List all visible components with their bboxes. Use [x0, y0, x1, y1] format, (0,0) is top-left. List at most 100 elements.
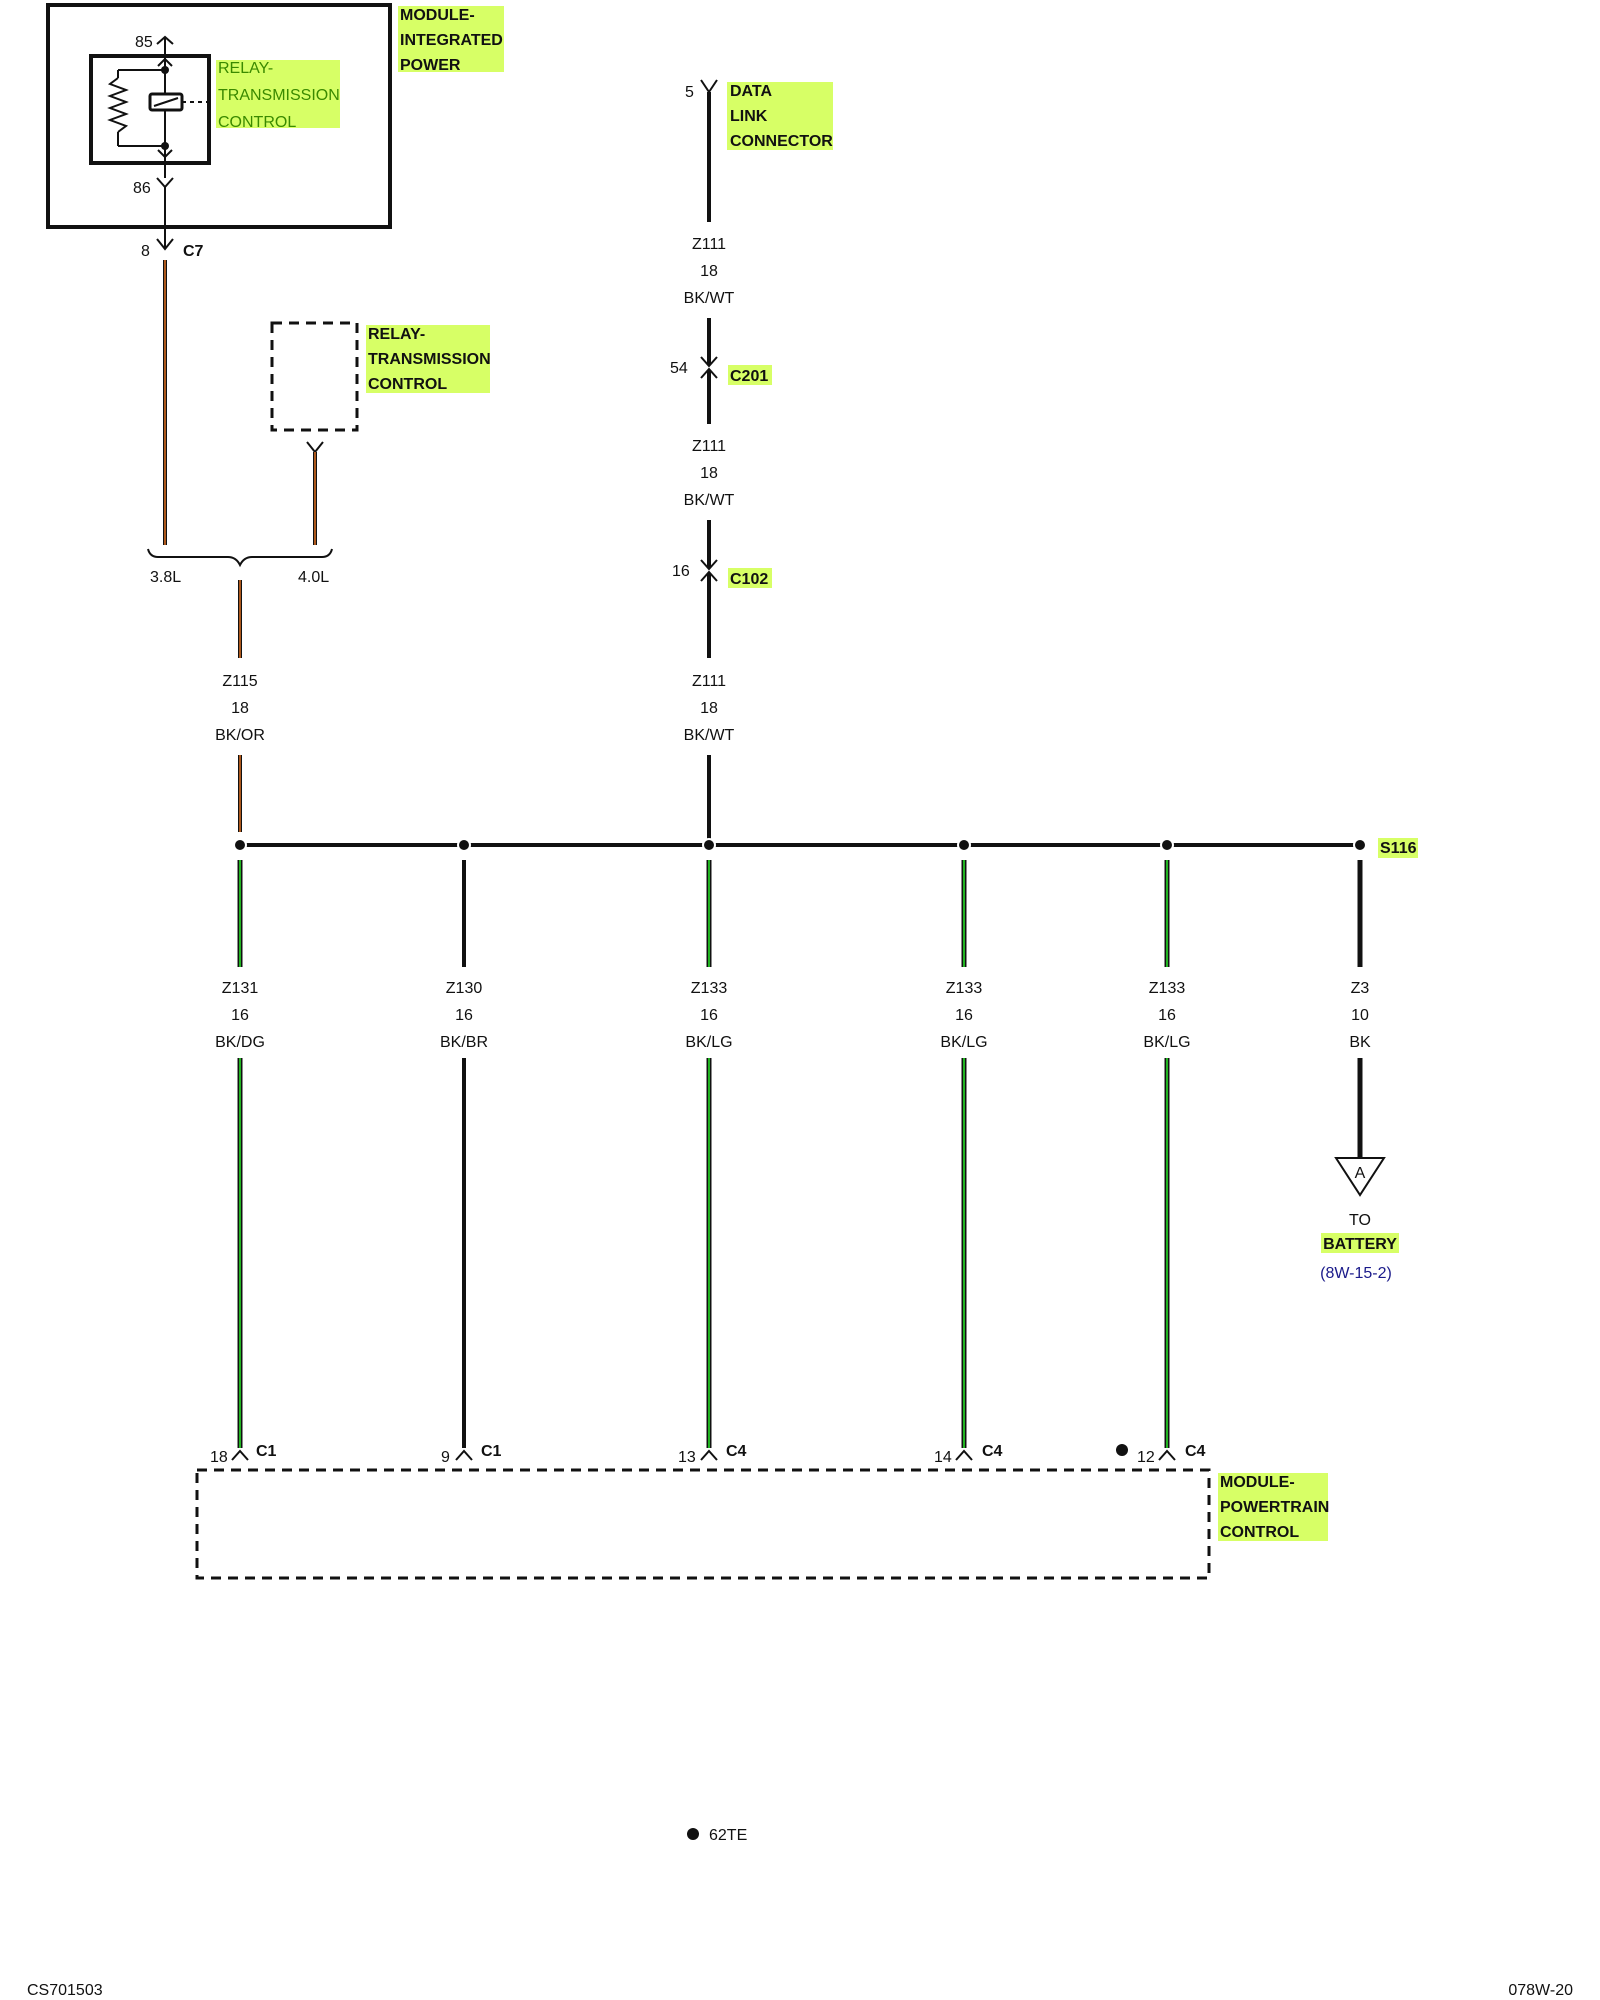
pcm-label-highlight [1218, 1473, 1328, 1541]
branch-gauge: 16 [700, 1007, 718, 1024]
branch-color: BK/BR [440, 1034, 488, 1051]
branch-color: BK/LG [1143, 1034, 1190, 1051]
pcm-label-line1: MODULE- [1220, 1474, 1295, 1491]
c102-pin: 16 [672, 563, 690, 580]
footer-right: 078W-20 [1508, 1982, 1573, 1999]
branch-color: BK/DG [215, 1034, 265, 1051]
ipm-label-highlight [398, 6, 504, 72]
branch-gauge: 16 [231, 1007, 249, 1024]
z111-b-gauge: 18 [700, 465, 718, 482]
off-page-connector-icon [1334, 1157, 1386, 1197]
coil-resistor-icon [107, 77, 129, 133]
branch-gauge: 10 [1351, 1007, 1369, 1024]
engine-option-brace: 3.8L 4.0L [147, 548, 333, 586]
pin-85: 85 [135, 34, 153, 51]
pcm-box [195, 1468, 1211, 1580]
battery-label-highlight [1321, 1233, 1399, 1253]
c201-label-highlight [728, 365, 772, 385]
z115-circuit: Z115 [222, 673, 257, 690]
relay-external-label-line3: CONTROL [368, 376, 447, 393]
branch-color: BK/LG [940, 1034, 987, 1051]
relay-external-label-highlight [366, 325, 490, 393]
ipm-label-line2: INTEGRATED [400, 32, 503, 49]
relay-external: RELAY- TRANSMISSION CONTROL [270, 321, 491, 545]
module-integrated-power: MODULE- INTEGRATED POWER 85 [46, 3, 504, 229]
z111-a-color: BK/WT [684, 290, 735, 307]
branch-gauge: 16 [955, 1007, 973, 1024]
z111-c-gauge: 18 [700, 700, 718, 717]
c201-female-icon [700, 367, 718, 379]
module-powertrain-control: MODULE- POWERTRAIN CONTROL [195, 1468, 1329, 1580]
c102-male-icon [700, 559, 718, 571]
connector-c7: 8 C7 [141, 227, 204, 260]
branch-gauge: 16 [1158, 1007, 1176, 1024]
branch-connector: C4 [1185, 1443, 1206, 1460]
branch-circuit: Z133 [946, 980, 983, 997]
option-brace-icon [147, 548, 333, 568]
battery-ref-link[interactable]: (8W-15-2) [1320, 1265, 1392, 1282]
c102-label-highlight [728, 568, 772, 588]
branch-gauge: 16 [455, 1007, 473, 1024]
s116-label: S116 [1380, 840, 1417, 857]
battery-label: BATTERY [1323, 1236, 1397, 1253]
pcm-label-line2: POWERTRAIN [1220, 1499, 1329, 1516]
branch-connector: C4 [982, 1443, 1003, 1460]
pin-86-male-icon [156, 177, 174, 189]
62te-bullet-icon [1116, 1444, 1128, 1456]
relay-external-label-line2: TRANSMISSION [368, 351, 491, 368]
branch-circuit: Z133 [1149, 980, 1186, 997]
branch-connector: C1 [481, 1443, 502, 1460]
branch-circuit: Z133 [691, 980, 728, 997]
dlc-label-highlight [727, 82, 833, 150]
relay-internal-label-line2: TRANSMISSION [218, 87, 340, 104]
z111-c-circuit: Z111 [692, 673, 726, 690]
branch-circuit: Z131 [222, 980, 259, 997]
pin-85-female-icon [156, 35, 174, 45]
z111-b-color: BK/WT [684, 492, 735, 509]
pcm-pin-female-icon [1158, 1449, 1176, 1461]
battery-to: TO [1349, 1212, 1371, 1229]
relay-internal-label-line1: RELAY- [218, 60, 273, 77]
branch-z3: Z3 10 BK A TO BATTERY (8W-15-2) [1320, 860, 1399, 1282]
z115-gauge: 18 [231, 700, 249, 717]
dlc-label-line1: DATA [730, 83, 773, 100]
s116-label-highlight [1378, 838, 1418, 858]
c102-female-icon [700, 570, 718, 582]
data-link-connector: 5 DATA LINK CONNECTOR [685, 79, 833, 150]
relay-external-connector-icon [306, 441, 324, 454]
wire-z115: Z115 18 BK/OR [215, 580, 265, 832]
branch-pin: 14 [934, 1449, 952, 1466]
legend: 62TE [687, 1827, 747, 1844]
z111-a-circuit: Z111 [692, 236, 726, 253]
relay-internal: 85 RELAY- TRANSMISSION CONTROL [89, 34, 340, 227]
branch-pin: 12 [1137, 1449, 1155, 1466]
branch-z133-14: Z133 16 BK/LG 14 C4 [934, 860, 1003, 1466]
option-3-8l: 3.8L [150, 569, 181, 586]
footer-left: CS701503 [27, 1982, 103, 1999]
relay-external-label-line1: RELAY- [368, 326, 425, 343]
ipm-border [46, 3, 392, 229]
relay-external-box [270, 321, 359, 432]
relay-internal-label-highlight [216, 60, 340, 128]
branch-connector: C4 [726, 1443, 747, 1460]
pcm-pin-female-icon [955, 1449, 973, 1461]
dlc-label-line3: CONNECTOR [730, 133, 833, 150]
branch-pin: 9 [441, 1449, 450, 1466]
option-4-0l: 4.0L [298, 569, 329, 586]
branch-color: BK [1349, 1034, 1371, 1051]
c201-male-icon [700, 356, 718, 368]
c7-label: C7 [183, 243, 204, 260]
branch-z131: Z131 16 BK/DG 18 C1 [210, 860, 277, 1466]
z115-color: BK/OR [215, 727, 265, 744]
off-page-letter: A [1355, 1165, 1366, 1182]
ipm-label-line1: MODULE- [400, 7, 475, 24]
z111-a-gauge: 18 [700, 263, 718, 280]
branch-pin: 18 [210, 1449, 228, 1466]
c102-label: C102 [730, 571, 768, 588]
connector-c201: 54 C201 [670, 356, 772, 385]
branch-z133-12: Z133 16 BK/LG 12 C4 [1116, 860, 1206, 1466]
branch-color: BK/LG [685, 1034, 732, 1051]
c201-pin: 54 [670, 360, 688, 377]
branch-pin: 13 [678, 1449, 696, 1466]
